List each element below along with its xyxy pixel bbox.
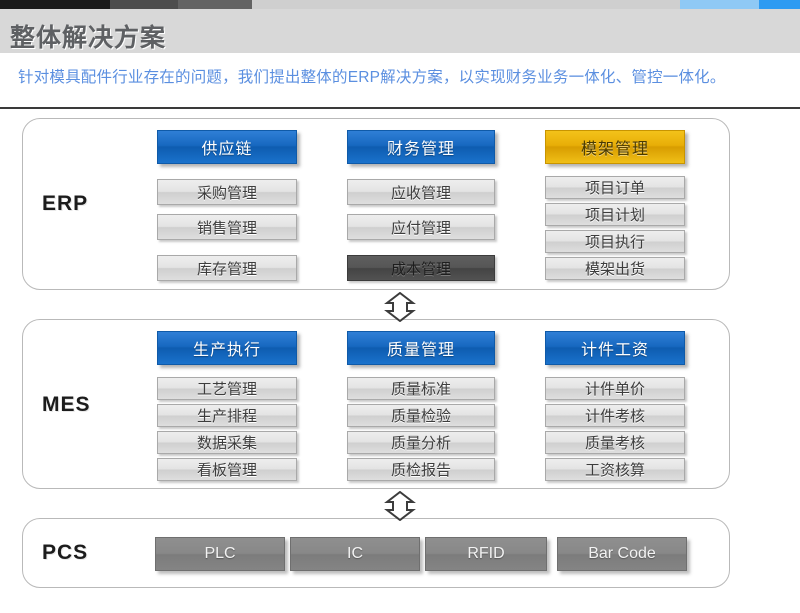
seg-light-1	[252, 0, 680, 9]
card-item-mes-2-2[interactable]: 质量考核	[545, 431, 685, 454]
card-item-erp-0-2[interactable]: 库存管理	[157, 255, 297, 281]
card-header-erp-1[interactable]: 财务管理	[347, 130, 495, 164]
header-divider	[0, 107, 800, 109]
card-header-erp-2[interactable]: 模架管理	[545, 130, 685, 164]
card-item-mes-2-1[interactable]: 计件考核	[545, 404, 685, 427]
page-title: 整体解决方案	[10, 24, 167, 52]
card-item-mes-0-0[interactable]: 工艺管理	[157, 377, 297, 400]
card-item-mes-1-2[interactable]: 质量分析	[347, 431, 495, 454]
card-item-mes-0-2[interactable]: 数据采集	[157, 431, 297, 454]
title-band: 整体解决方案	[0, 9, 800, 53]
card-item-pcs-1[interactable]: IC	[290, 537, 420, 571]
card-header-mes-2[interactable]: 计件工资	[545, 331, 685, 365]
card-item-pcs-3[interactable]: Bar Code	[557, 537, 687, 571]
card-item-mes-0-1[interactable]: 生产排程	[157, 404, 297, 427]
top-decoration-bar	[0, 0, 800, 9]
seg-blue-1	[680, 0, 759, 9]
card-item-erp-0-1[interactable]: 销售管理	[157, 214, 297, 240]
card-item-mes-2-0[interactable]: 计件单价	[545, 377, 685, 400]
card-item-mes-2-3[interactable]: 工资核算	[545, 458, 685, 481]
card-header-erp-0[interactable]: 供应链	[157, 130, 297, 164]
card-header-mes-0[interactable]: 生产执行	[157, 331, 297, 365]
card-item-erp-2-1[interactable]: 项目计划	[545, 203, 685, 226]
seg-dark-3	[178, 0, 252, 9]
card-item-erp-0-0[interactable]: 采购管理	[157, 179, 297, 205]
seg-dark-1	[0, 0, 110, 9]
card-item-erp-2-0[interactable]: 项目订单	[545, 176, 685, 199]
card-item-pcs-0[interactable]: PLC	[155, 537, 285, 571]
card-item-mes-1-0[interactable]: 质量标准	[347, 377, 495, 400]
double-arrow-icon	[384, 490, 416, 522]
card-item-mes-1-1[interactable]: 质量检验	[347, 404, 495, 427]
double-arrow-icon	[384, 291, 416, 323]
card-item-mes-0-3[interactable]: 看板管理	[157, 458, 297, 481]
card-item-erp-1-2[interactable]: 成本管理	[347, 255, 495, 281]
layer-label-pcs: PCS	[42, 541, 89, 564]
subtitle-text: 针对模具配件行业存在的问题，我们提出整体的ERP解决方案，以实现财务业务一体化、…	[18, 69, 726, 86]
card-header-mes-1[interactable]: 质量管理	[347, 331, 495, 365]
connector-mes-pcs	[373, 490, 427, 522]
layer-label-mes: MES	[42, 393, 91, 416]
card-item-pcs-2[interactable]: RFID	[425, 537, 547, 571]
card-item-mes-1-3[interactable]: 质检报告	[347, 458, 495, 481]
seg-blue-2	[759, 0, 800, 9]
card-item-erp-1-0[interactable]: 应收管理	[347, 179, 495, 205]
card-item-erp-2-2[interactable]: 项目执行	[545, 230, 685, 253]
connector-erp-mes	[373, 291, 427, 323]
seg-dark-2	[110, 0, 178, 9]
card-item-erp-1-1[interactable]: 应付管理	[347, 214, 495, 240]
subtitle-band: 针对模具配件行业存在的问题，我们提出整体的ERP解决方案，以实现财务业务一体化、…	[0, 53, 800, 108]
layer-label-erp: ERP	[42, 192, 89, 215]
card-item-erp-2-3[interactable]: 模架出货	[545, 257, 685, 280]
